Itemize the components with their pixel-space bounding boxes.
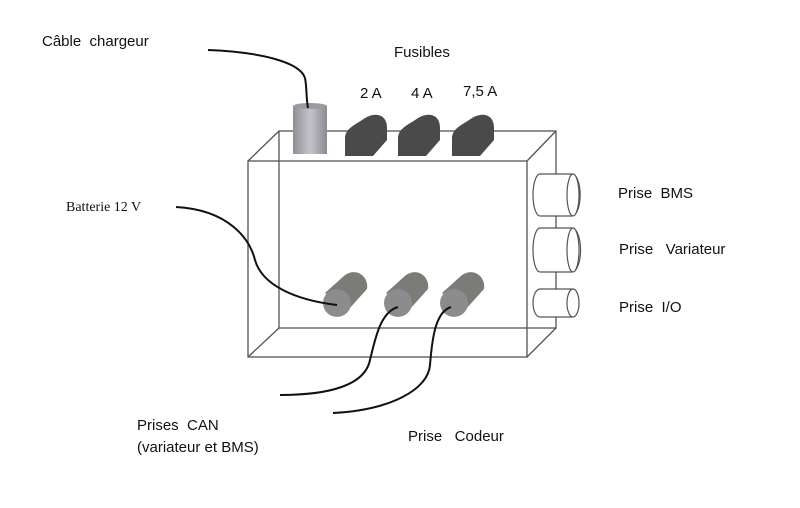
label-can-sockets: Prises CAN [137,417,219,434]
variator-socket [532,227,582,273]
front-connector-0 [323,272,368,317]
fuse-2 [452,114,494,156]
fuses [345,114,494,156]
front-face [247,160,528,358]
bms-socket [532,173,581,217]
enclosure-box [247,130,557,358]
encoder-cable [332,306,452,414]
label-encoder-socket: Prise Codeur [408,428,504,445]
charger-cable [207,49,309,109]
label-fuse-2a: 2 A [360,85,382,102]
label-fuses-title: Fusibles [394,44,450,61]
io-socket [532,288,580,318]
label-fuse-4a: 4 A [411,85,433,102]
label-battery: Batterie 12 V [66,200,142,215]
label-charger-cable: Câble chargeur [42,33,149,50]
can-cable [279,306,399,396]
charger-connector [293,103,327,154]
front-connectors [323,272,485,317]
fuse-0 [345,114,387,156]
label-variator-socket: Prise Variateur [619,241,726,258]
label-io-socket: Prise I/O [619,299,682,316]
battery-cable [175,206,338,306]
label-can-sockets-detail: (variateur et BMS) [137,439,259,456]
cables [175,206,452,414]
label-fuse-7-5a: 7,5 A [463,83,498,100]
side-sockets [532,173,582,318]
label-bms-socket: Prise BMS [618,185,694,202]
fuse-1 [398,114,440,156]
